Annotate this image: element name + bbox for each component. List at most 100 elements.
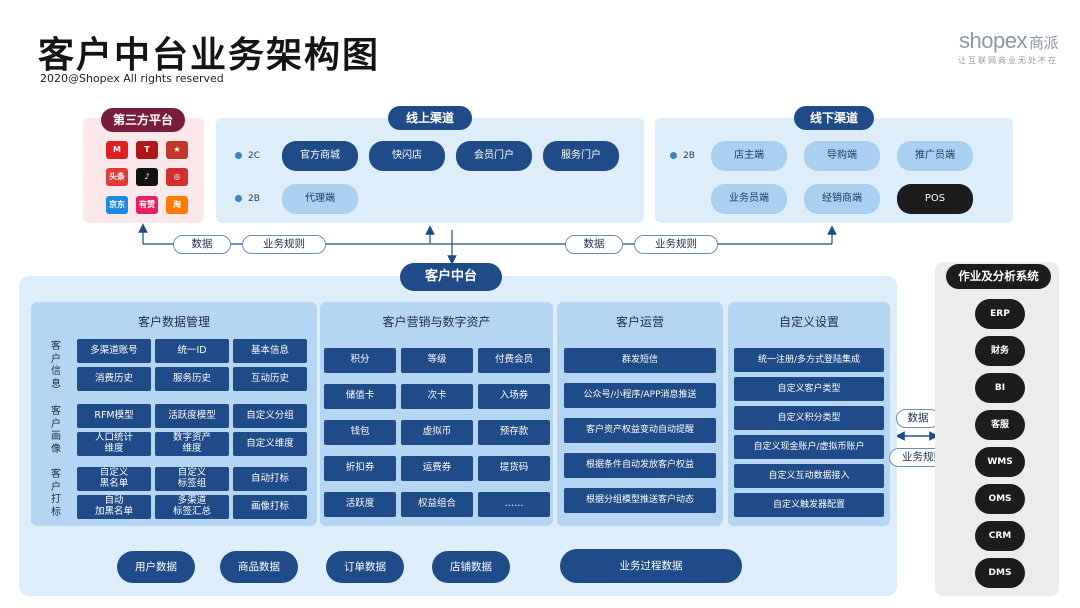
marketing-cell[interactable]: 提货码: [478, 456, 550, 481]
channel-member-portal[interactable]: 会员门户: [456, 141, 532, 171]
marketing-cell[interactable]: 入场券: [478, 384, 550, 409]
customer-platform-title: 客户中台: [400, 263, 502, 291]
offline-2b-label: 2B: [670, 151, 695, 161]
channel-service-portal[interactable]: 服务门户: [543, 141, 619, 171]
channel-shopping-guide[interactable]: 导购端: [804, 141, 880, 171]
data-mgmt-cell[interactable]: 自定义分组: [233, 404, 307, 428]
marketing-column: [320, 302, 553, 526]
channel-popup-store[interactable]: 快闪店: [369, 141, 445, 171]
offline-channel-title: 线下渠道: [794, 106, 874, 130]
data-mgmt-cell[interactable]: 自动打标: [233, 467, 307, 491]
ops-system-item-crm[interactable]: CRM: [975, 521, 1025, 551]
data-mgmt-cell[interactable]: 画像打标: [233, 495, 307, 519]
marketing-cell[interactable]: ……: [478, 492, 550, 517]
marketing-cell[interactable]: 运费券: [401, 456, 473, 481]
data-mgmt-cell[interactable]: 互动历史: [233, 367, 307, 391]
custom-settings-cell[interactable]: 自定义客户类型: [734, 377, 884, 401]
tesla-icon[interactable]: T: [136, 141, 158, 159]
youzan-icon[interactable]: 有赞: [136, 196, 158, 214]
source-order-data[interactable]: 订单数据: [326, 551, 404, 583]
online-2c-label: 2C: [235, 151, 260, 161]
third-party-title: 第三方平台: [101, 108, 185, 132]
data-mgmt-cell[interactable]: 消费历史: [77, 367, 151, 391]
marketing-cell[interactable]: 积分: [324, 348, 396, 373]
operations-title: 客户运营: [615, 315, 664, 329]
channel-salesperson[interactable]: 业务员端: [711, 184, 787, 214]
operations-cell[interactable]: 群发短信: [564, 348, 716, 373]
data-mgmt-cell[interactable]: 统一ID: [155, 339, 229, 363]
ops-system-item-erp[interactable]: ERP: [975, 299, 1025, 329]
operations-cell[interactable]: 客户资产权益变动自动提醒: [564, 418, 716, 443]
data-mgmt-cell[interactable]: 基本信息: [233, 339, 307, 363]
online-2b-label: 2B: [235, 194, 260, 204]
channel-distributor[interactable]: 经销商端: [804, 184, 880, 214]
custom-settings-cell[interactable]: 自定义互动数据接入: [734, 464, 884, 488]
jd-icon[interactable]: 京东: [106, 196, 128, 214]
ops-system-item-dms[interactable]: DMS: [975, 558, 1025, 588]
marketing-cell[interactable]: 预存款: [478, 420, 550, 445]
flow-rules-left: 业务规则: [242, 235, 326, 254]
source-user-data[interactable]: 用户数据: [117, 551, 195, 583]
custom-settings-cell[interactable]: 自定义触发器配置: [734, 493, 884, 517]
channel-agent[interactable]: 代理端: [282, 184, 358, 214]
netease-icon[interactable]: ◎: [166, 168, 188, 186]
data-mgmt-cell[interactable]: 自定义 标签组: [155, 467, 229, 491]
marketing-title: 客户营销与数字资产: [382, 315, 491, 329]
channel-promoter[interactable]: 推广员端: [897, 141, 973, 171]
marketing-cell[interactable]: 钱包: [324, 420, 396, 445]
flow-rules-right: 业务规则: [634, 235, 718, 254]
flow-data-side: 数据: [896, 409, 940, 428]
data-mgmt-cell[interactable]: 自定义维度: [233, 432, 307, 456]
marketing-cell[interactable]: 虚拟币: [401, 420, 473, 445]
data-mgmt-cell[interactable]: RFM模型: [77, 404, 151, 428]
source-business-process-data[interactable]: 业务过程数据: [560, 549, 742, 583]
ops-system-item-wms[interactable]: WMS: [975, 447, 1025, 477]
toutiao-icon[interactable]: 头条: [106, 168, 128, 186]
copyright-text: 2020@Shopex All rights reserved: [40, 72, 224, 85]
ops-system-item-bi[interactable]: BI: [975, 373, 1025, 403]
marketing-cell[interactable]: 权益组合: [401, 492, 473, 517]
flow-data-right: 数据: [565, 235, 623, 254]
custom-settings-cell[interactable]: 自定义现金账户/虚拟币账户: [734, 435, 884, 459]
online-channel-title: 线上渠道: [388, 106, 472, 130]
data-mgmt-cell[interactable]: 人口统计 维度: [77, 432, 151, 456]
brand-icon[interactable]: ★: [166, 141, 188, 159]
data-mgmt-cell[interactable]: 多渠道 标签汇总: [155, 495, 229, 519]
marketing-cell[interactable]: 储值卡: [324, 384, 396, 409]
operations-cell[interactable]: 根据分组模型推送客户动态: [564, 488, 716, 513]
ops-system-item-客服[interactable]: 客服: [975, 410, 1025, 440]
brand-logo-text: shopex: [959, 28, 1027, 53]
tmall-icon[interactable]: M: [106, 141, 128, 159]
operations-cell[interactable]: 公众号/小程序/APP消息推送: [564, 383, 716, 408]
ops-system-item-oms[interactable]: OMS: [975, 484, 1025, 514]
flow-data-left: 数据: [173, 235, 231, 254]
marketing-cell[interactable]: 付费会员: [478, 348, 550, 373]
marketing-cell[interactable]: 次卡: [401, 384, 473, 409]
brand-cn: 商派: [1028, 35, 1059, 52]
taobao-icon[interactable]: 淘: [166, 196, 188, 214]
channel-pos[interactable]: POS: [897, 184, 973, 214]
source-store-data[interactable]: 店铺数据: [432, 551, 510, 583]
custom-settings-cell[interactable]: 统一注册/多方式登陆集成: [734, 348, 884, 372]
marketing-cell[interactable]: 活跃度: [324, 492, 396, 517]
tiktok-icon[interactable]: ♪: [136, 168, 158, 186]
ops-system-item-财务[interactable]: 财务: [975, 336, 1025, 366]
brand-slogan: 让互联网商业无处不在: [958, 56, 1058, 65]
operations-cell[interactable]: 根据条件自动发放客户权益: [564, 453, 716, 478]
data-mgmt-cell[interactable]: 多渠道账号: [77, 339, 151, 363]
marketing-cell[interactable]: 等级: [401, 348, 473, 373]
data-mgmt-cell[interactable]: 数字资产 维度: [155, 432, 229, 456]
channel-official-mall[interactable]: 官方商城: [282, 141, 358, 171]
data-mgmt-cell[interactable]: 自动 加黑名单: [77, 495, 151, 519]
marketing-cell[interactable]: 折扣券: [324, 456, 396, 481]
source-product-data[interactable]: 商品数据: [220, 551, 298, 583]
data-mgmt-group-label: 客 户 信 息: [44, 339, 68, 393]
data-mgmt-cell[interactable]: 活跃度模型: [155, 404, 229, 428]
data-mgmt-cell[interactable]: 服务历史: [155, 367, 229, 391]
data-mgmt-group-label: 客 户 画 像: [44, 404, 68, 458]
data-mgmt-cell[interactable]: 自定义 黑名单: [77, 467, 151, 491]
custom-settings-cell[interactable]: 自定义积分类型: [734, 406, 884, 430]
data-mgmt-title: 客户数据管理: [137, 315, 210, 329]
channel-shopkeeper[interactable]: 店主端: [711, 141, 787, 171]
